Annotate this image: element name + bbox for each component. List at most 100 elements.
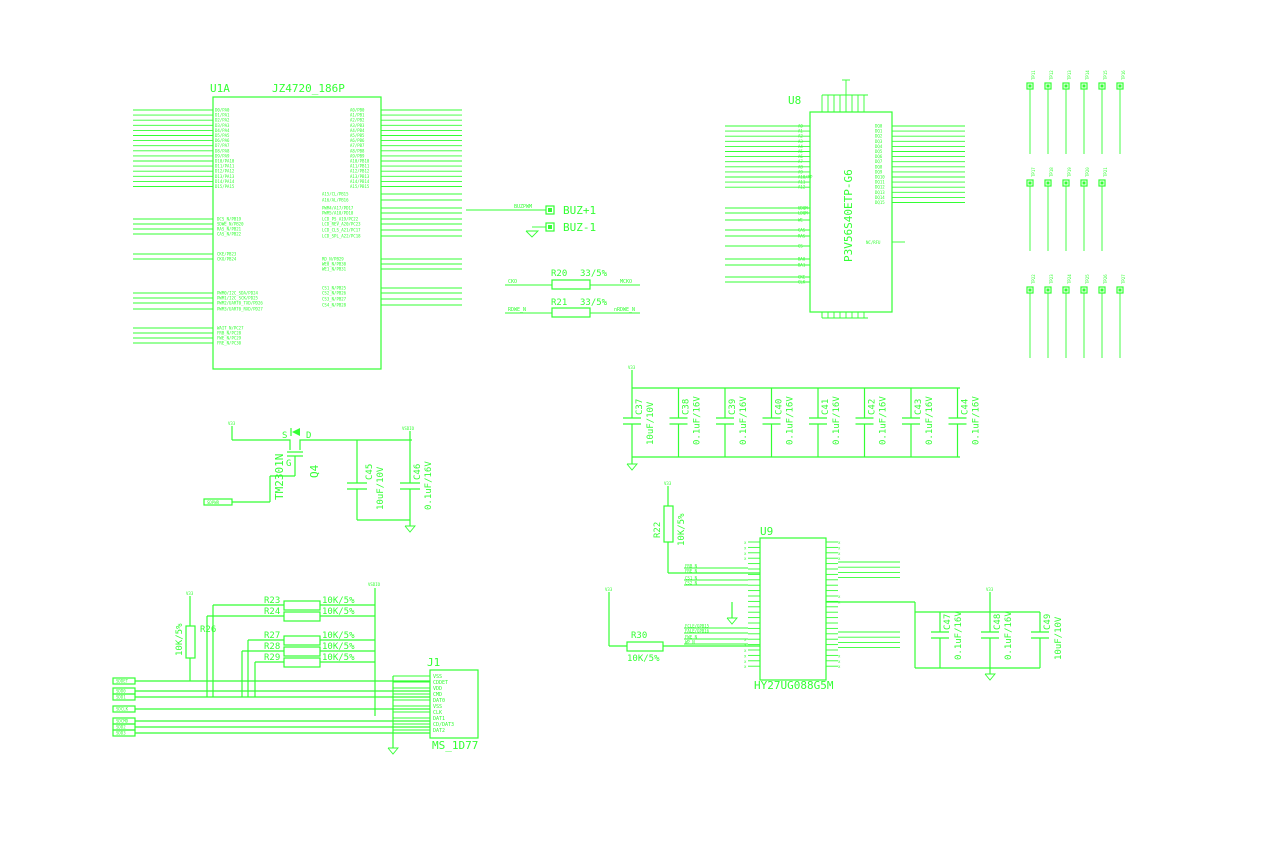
r20-ref: R20 xyxy=(551,269,567,279)
u1-right-pin: A14/PB14 xyxy=(350,179,370,184)
j1-pin-label: DAT1 xyxy=(433,716,445,722)
u9-left-net: CS2_N xyxy=(685,581,698,586)
u1-control-pins-left: DCS_N/PB19SDWE_N/PB20RAS_N/PB21CAS_N/PB2… xyxy=(133,217,263,346)
test-point-dot xyxy=(1064,181,1068,185)
u8-ctrl-pin: CLK xyxy=(798,280,806,285)
u1-ctrl-left-pin: FWE_N/PC29 xyxy=(217,336,242,341)
u1-right-pin: A4/PB4 xyxy=(350,128,365,133)
r20-value: 33/5% xyxy=(580,269,608,279)
test-point-label: TP12 xyxy=(1049,70,1054,80)
r22-body xyxy=(663,505,674,543)
sd-pullup-body xyxy=(283,611,321,622)
u1-right-pin: A5/PB5 xyxy=(350,133,365,138)
buzzer-connector: BUZPWM BUZ+1 BUZ-1 xyxy=(466,204,596,238)
sd-pullup-value: 10K/5% xyxy=(322,596,355,606)
decap-value: 10uF/10V xyxy=(646,401,656,445)
u8-body xyxy=(809,111,893,313)
u8-data-pin: DQ1 xyxy=(875,129,883,134)
u1-ctrl-right-pin: RD_N/PB29 xyxy=(322,257,344,262)
u8-addr-pin: A7 xyxy=(798,159,803,164)
u1-left-pin: D10/PA10 xyxy=(215,159,235,164)
r22-power-flag: V33 xyxy=(664,481,672,486)
u1-right-pin: A11/PB11 xyxy=(350,164,370,169)
sd-pullup-body xyxy=(283,657,321,668)
u1-right-pin: A12/PB12 xyxy=(350,169,370,174)
u8-ctrl-pin: CAS xyxy=(798,228,806,233)
decaps-power-flag: V33 xyxy=(628,365,636,370)
c45-ref: C45 xyxy=(365,464,375,480)
sd-pullup-body xyxy=(283,635,321,646)
no-connect-icon: x xyxy=(744,659,747,664)
vsdio-flag: VSDIO xyxy=(368,582,381,587)
j1-pin-label: CD/DAT3 xyxy=(433,722,454,728)
test-point-dot xyxy=(1028,84,1032,88)
u1-left-pin: D7/PA7 xyxy=(215,143,230,148)
u8-data-pins: DQ0DQ1DQ2DQ3DQ4DQ5DQ6DQ7DQ8DQ9DQ10DQ11DQ… xyxy=(875,124,965,205)
u8-power-pins xyxy=(821,95,865,112)
u1-ctrl-left-pin: FRB_N/PC28 xyxy=(217,331,242,336)
u1-left-pin: D12/PA12 xyxy=(215,169,235,174)
c45-value: 10uF/10V xyxy=(376,466,386,510)
test-point-dot xyxy=(1082,288,1086,292)
u8-data-pin: DQ8 xyxy=(875,164,883,169)
buz-plus-pad xyxy=(545,205,555,215)
u8-data-pin: DQ15 xyxy=(875,200,885,205)
u1-left-pin: D13/PA13 xyxy=(215,174,235,179)
u1-ctrl-right-pin: CS4_N/PB28 xyxy=(322,303,347,308)
no-connect-icon: x xyxy=(744,653,747,658)
buz-minus-label: BUZ-1 xyxy=(563,221,596,234)
j1-body xyxy=(429,669,479,739)
u1-right-pin: A15/PB15 xyxy=(350,184,370,189)
sd-net-label: SDCMD xyxy=(116,719,129,724)
decap-ref: C39 xyxy=(728,399,738,415)
u1-left-pin: D0/PA0 xyxy=(215,108,230,113)
r21-value: 33/5% xyxy=(580,298,608,308)
u1-right-pin: A0/PB0 xyxy=(350,108,365,113)
u8-data-pin: DQ12 xyxy=(875,185,885,190)
no-connect-icon: x xyxy=(744,545,747,550)
sd-pullup-value: 10K/5% xyxy=(322,642,355,652)
u8-data-pin: DQ14 xyxy=(875,195,885,200)
u9-body xyxy=(759,537,827,681)
test-point-dot xyxy=(1100,181,1104,185)
u1-part: JZ4720_186P xyxy=(272,82,345,95)
u1-ctrl-right-pin: PWM5/A18/PD18 xyxy=(322,211,354,216)
sdpwr-net-flag xyxy=(203,498,233,506)
r26-value: 10K/5% xyxy=(175,623,185,656)
decap-ref: C37 xyxy=(635,399,645,415)
decap-ref: C42 xyxy=(868,399,878,415)
decap-value: 0.1uF/16V xyxy=(925,396,935,445)
sd-power-switch: V33 S D G SDPWR TM2301N Q4 VSDIO C45 10u… xyxy=(203,421,434,533)
u1-left-pin: D8/PA8 xyxy=(215,148,230,153)
test-point-label: TP21 xyxy=(1103,167,1108,177)
ground-icon xyxy=(525,230,540,238)
u1-left-pin: D5/PA5 xyxy=(215,133,230,138)
u1-left-pin: D4/PA4 xyxy=(215,128,230,133)
sd-pullup-ref: R27 xyxy=(264,631,280,641)
test-point-dot xyxy=(1100,84,1104,88)
u1-right-pins: A0/PB0A1/PB1A2/PB2A3/PB3A4/PB4A5/PB5A6/P… xyxy=(350,108,462,189)
u8-addr-pin: A9 xyxy=(798,169,803,174)
u8-ctrl-pin: RAS xyxy=(798,234,806,239)
no-connect-icon: x xyxy=(838,653,841,658)
test-point-dot xyxy=(1118,84,1122,88)
test-point-dot xyxy=(1082,84,1086,88)
u1-left-pin: D9/PA9 xyxy=(215,153,230,158)
ground-icon xyxy=(387,747,399,755)
body-diode-icon xyxy=(292,428,300,436)
u9-part: HY27UG088G5M xyxy=(754,679,834,692)
sd-net-label: SDD1 xyxy=(116,695,126,700)
test-point-label: TP26 xyxy=(1103,274,1108,284)
u1-jz4720: U1A JZ4720_186P D0/PA0D1/PA1D2/PA2D3/PA3… xyxy=(133,82,462,370)
u9-cap-ref: C48 xyxy=(993,614,1003,630)
no-connect-icon: x xyxy=(744,540,747,545)
u8-addr-pin: A4 xyxy=(798,144,803,149)
sd-pullup-ref: R28 xyxy=(264,642,280,652)
u9-left-net: FCLE/GPB15 xyxy=(685,624,710,629)
test-point-label: TP14 xyxy=(1085,70,1090,80)
r26-body xyxy=(185,625,196,659)
